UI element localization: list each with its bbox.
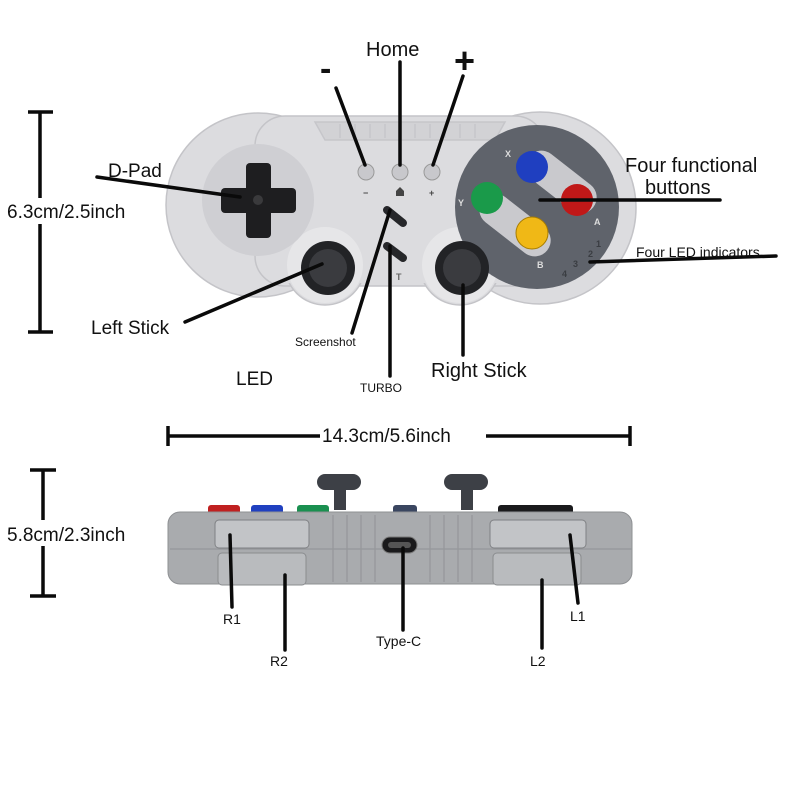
l1-trigger[interactable] bbox=[489, 519, 587, 549]
y-marking: Y bbox=[458, 198, 464, 208]
four-functional-callout-line2: buttons bbox=[645, 177, 711, 199]
width-dimension-label: 14.3cm/5.6inch bbox=[322, 426, 451, 447]
led-3: 3 bbox=[573, 259, 578, 269]
width-dimension: 14.3cm/5.6inch bbox=[166, 422, 632, 448]
led-callout: LED bbox=[236, 369, 273, 390]
r2-callout: R2 bbox=[270, 653, 288, 669]
b-marking: B bbox=[537, 260, 544, 270]
turbo-callout: TURBO bbox=[360, 381, 402, 395]
minus-marking: − bbox=[363, 188, 368, 198]
r1-trigger[interactable] bbox=[214, 519, 310, 549]
led-indicators: 1 2 3 4 bbox=[562, 239, 601, 279]
led-4: 4 bbox=[562, 269, 567, 279]
y-button[interactable] bbox=[471, 182, 503, 214]
height-dimension: 6.3cm/2.5inch bbox=[6, 110, 158, 334]
l2-trigger[interactable] bbox=[492, 552, 582, 586]
top-grip-ridges bbox=[313, 121, 507, 141]
r1-callout: R1 bbox=[223, 611, 241, 627]
four-functional-callout-line1: Four functional bbox=[625, 155, 757, 177]
depth-dimension-label: 5.8cm/2.3inch bbox=[7, 525, 125, 546]
screenshot-callout: Screenshot bbox=[295, 335, 356, 349]
front-callout-lines bbox=[95, 60, 778, 378]
l1-callout: L1 bbox=[570, 608, 586, 624]
led-2: 2 bbox=[588, 249, 593, 259]
type-c-callout: Type-C bbox=[376, 633, 421, 649]
dpad-callout: D-Pad bbox=[108, 161, 162, 182]
minus-callout: - bbox=[320, 50, 331, 88]
b-button[interactable] bbox=[515, 216, 549, 250]
controller-front-view: X Y A B 1 2 3 4 − + T bbox=[165, 111, 637, 306]
height-dimension-label: 6.3cm/2.5inch bbox=[7, 202, 125, 223]
x-marking: X bbox=[505, 149, 511, 159]
home-callout: Home bbox=[366, 39, 419, 61]
x-button[interactable] bbox=[516, 151, 548, 183]
turbo-marking: T bbox=[396, 272, 402, 282]
l2-callout: L2 bbox=[530, 653, 546, 669]
home-icon bbox=[396, 187, 404, 196]
face-button-panel bbox=[455, 125, 619, 289]
four-led-callout: Four LED indicators bbox=[636, 244, 760, 260]
side-callout-lines bbox=[228, 533, 580, 652]
depth-dimension: 5.8cm/2.3inch bbox=[6, 468, 158, 598]
controller-side-view bbox=[167, 474, 633, 586]
plus-marking: + bbox=[429, 188, 434, 198]
a-marking: A bbox=[594, 217, 601, 227]
plus-callout: + bbox=[454, 40, 475, 81]
right-stick-callout: Right Stick bbox=[431, 360, 528, 382]
led-1: 1 bbox=[596, 239, 601, 249]
left-stick-callout: Left Stick bbox=[91, 318, 170, 339]
dpad[interactable] bbox=[221, 163, 296, 238]
